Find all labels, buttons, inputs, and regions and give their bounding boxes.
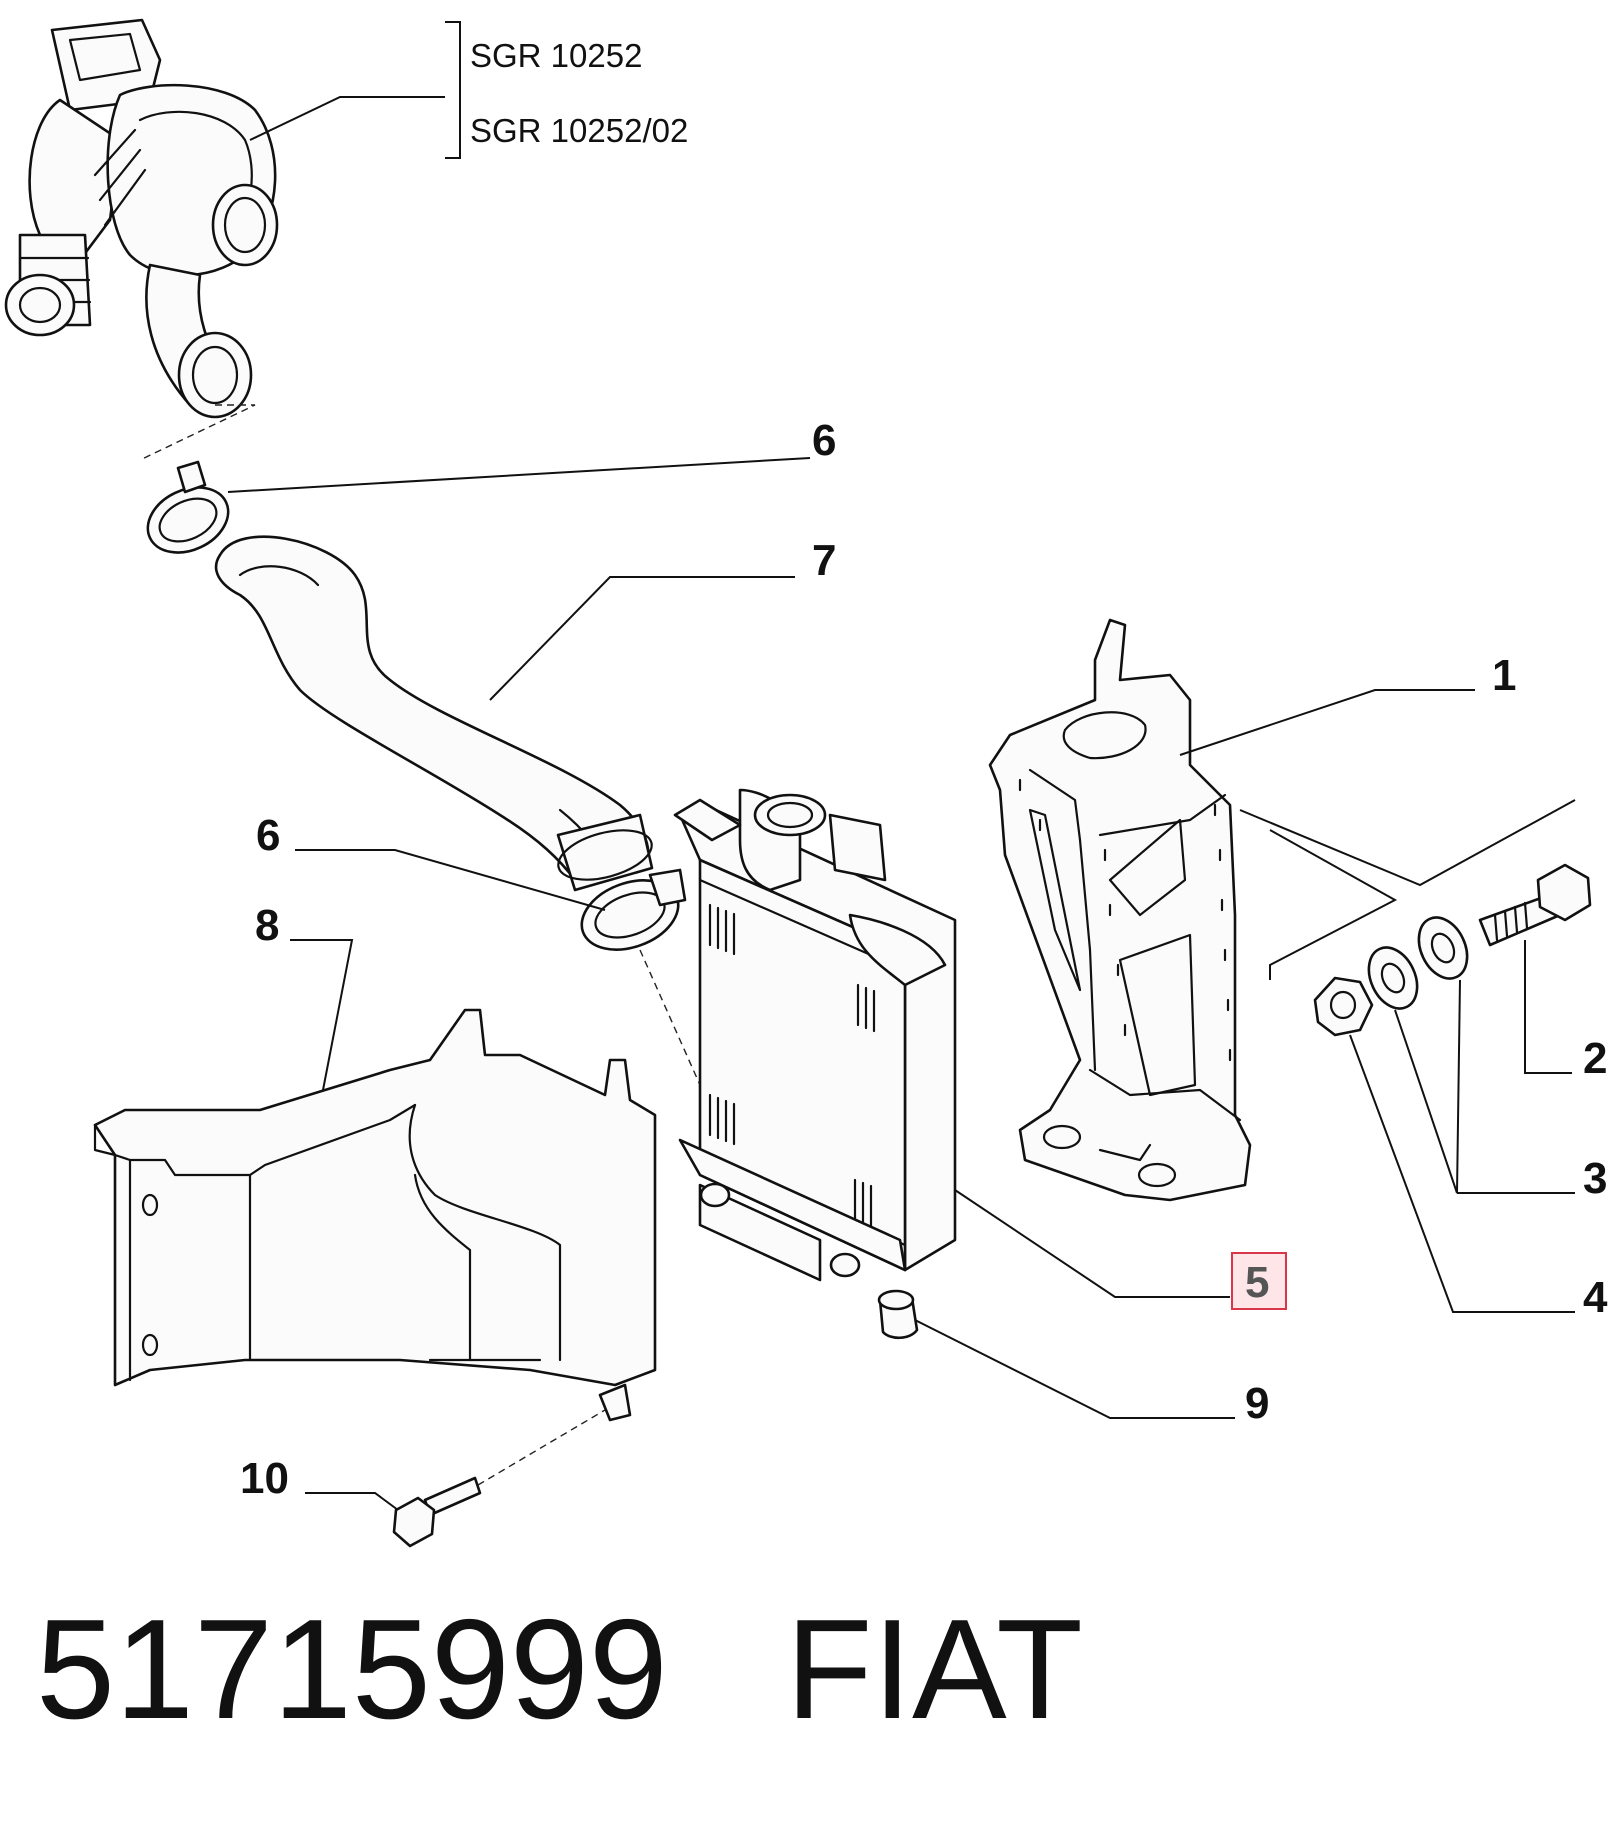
callout-cap: 9 (1245, 1379, 1269, 1428)
turbocharger-illustration (4, 18, 461, 461)
washers-illustration (1367, 916, 1469, 1010)
callout-hose: 7 (812, 536, 836, 585)
leader-cap (914, 1319, 1235, 1419)
supersession-ref-2: SGR 10252/02 (470, 112, 688, 149)
intercooler-fins (708, 903, 876, 1228)
intercooler-illustration (673, 788, 957, 1282)
callout-clamp-lower: 6 (256, 811, 280, 860)
upper-hose-clamp-illustration (146, 460, 230, 554)
supersession-references: SGR 10252 SGR 10252/02 (470, 37, 688, 149)
leader-hose (489, 576, 795, 701)
leader-air-duct (290, 939, 354, 1091)
leader-bracket (1179, 689, 1475, 756)
leader-clamp-lower (295, 849, 606, 911)
fastener-group-leader (1239, 799, 1576, 980)
lower-hose-clamp-illustration (580, 868, 687, 951)
callout-intercooler: 5 (1245, 1258, 1269, 1307)
air-duct-illustration (93, 1008, 657, 1422)
leader-intercooler (954, 1189, 1230, 1298)
highlight-box-intercooler (1231, 1252, 1287, 1310)
intake-hose-illustration (214, 535, 654, 892)
brand-name: FIAT (785, 1590, 1083, 1749)
nut-illustration (1313, 976, 1374, 1037)
leader-duct-bolt (305, 1492, 399, 1511)
callout-washers: 3 (1583, 1154, 1607, 1203)
duct-bolt-illustration (392, 1476, 482, 1548)
part-footer: 51715999 FIAT (36, 1570, 1596, 1770)
callout-bolt: 2 (1583, 1034, 1607, 1083)
leader-nut (1349, 1034, 1575, 1313)
bracket-illustration (988, 618, 1252, 1202)
callout-clamp-upper: 6 (812, 416, 836, 465)
leader-clamp-upper (227, 457, 811, 493)
callout-air-duct: 8 (255, 901, 279, 950)
callout-bracket: 1 (1492, 651, 1516, 700)
leader-bolt (1524, 940, 1572, 1074)
leader-washers (1394, 979, 1575, 1194)
supersession-ref-1: SGR 10252 (470, 37, 642, 74)
part-number: 51715999 (36, 1590, 668, 1749)
callout-duct-bolt: 10 (240, 1454, 289, 1503)
bolt-illustration (1478, 863, 1592, 947)
callout-nut: 4 (1583, 1273, 1608, 1322)
cap-illustration (877, 1289, 919, 1340)
